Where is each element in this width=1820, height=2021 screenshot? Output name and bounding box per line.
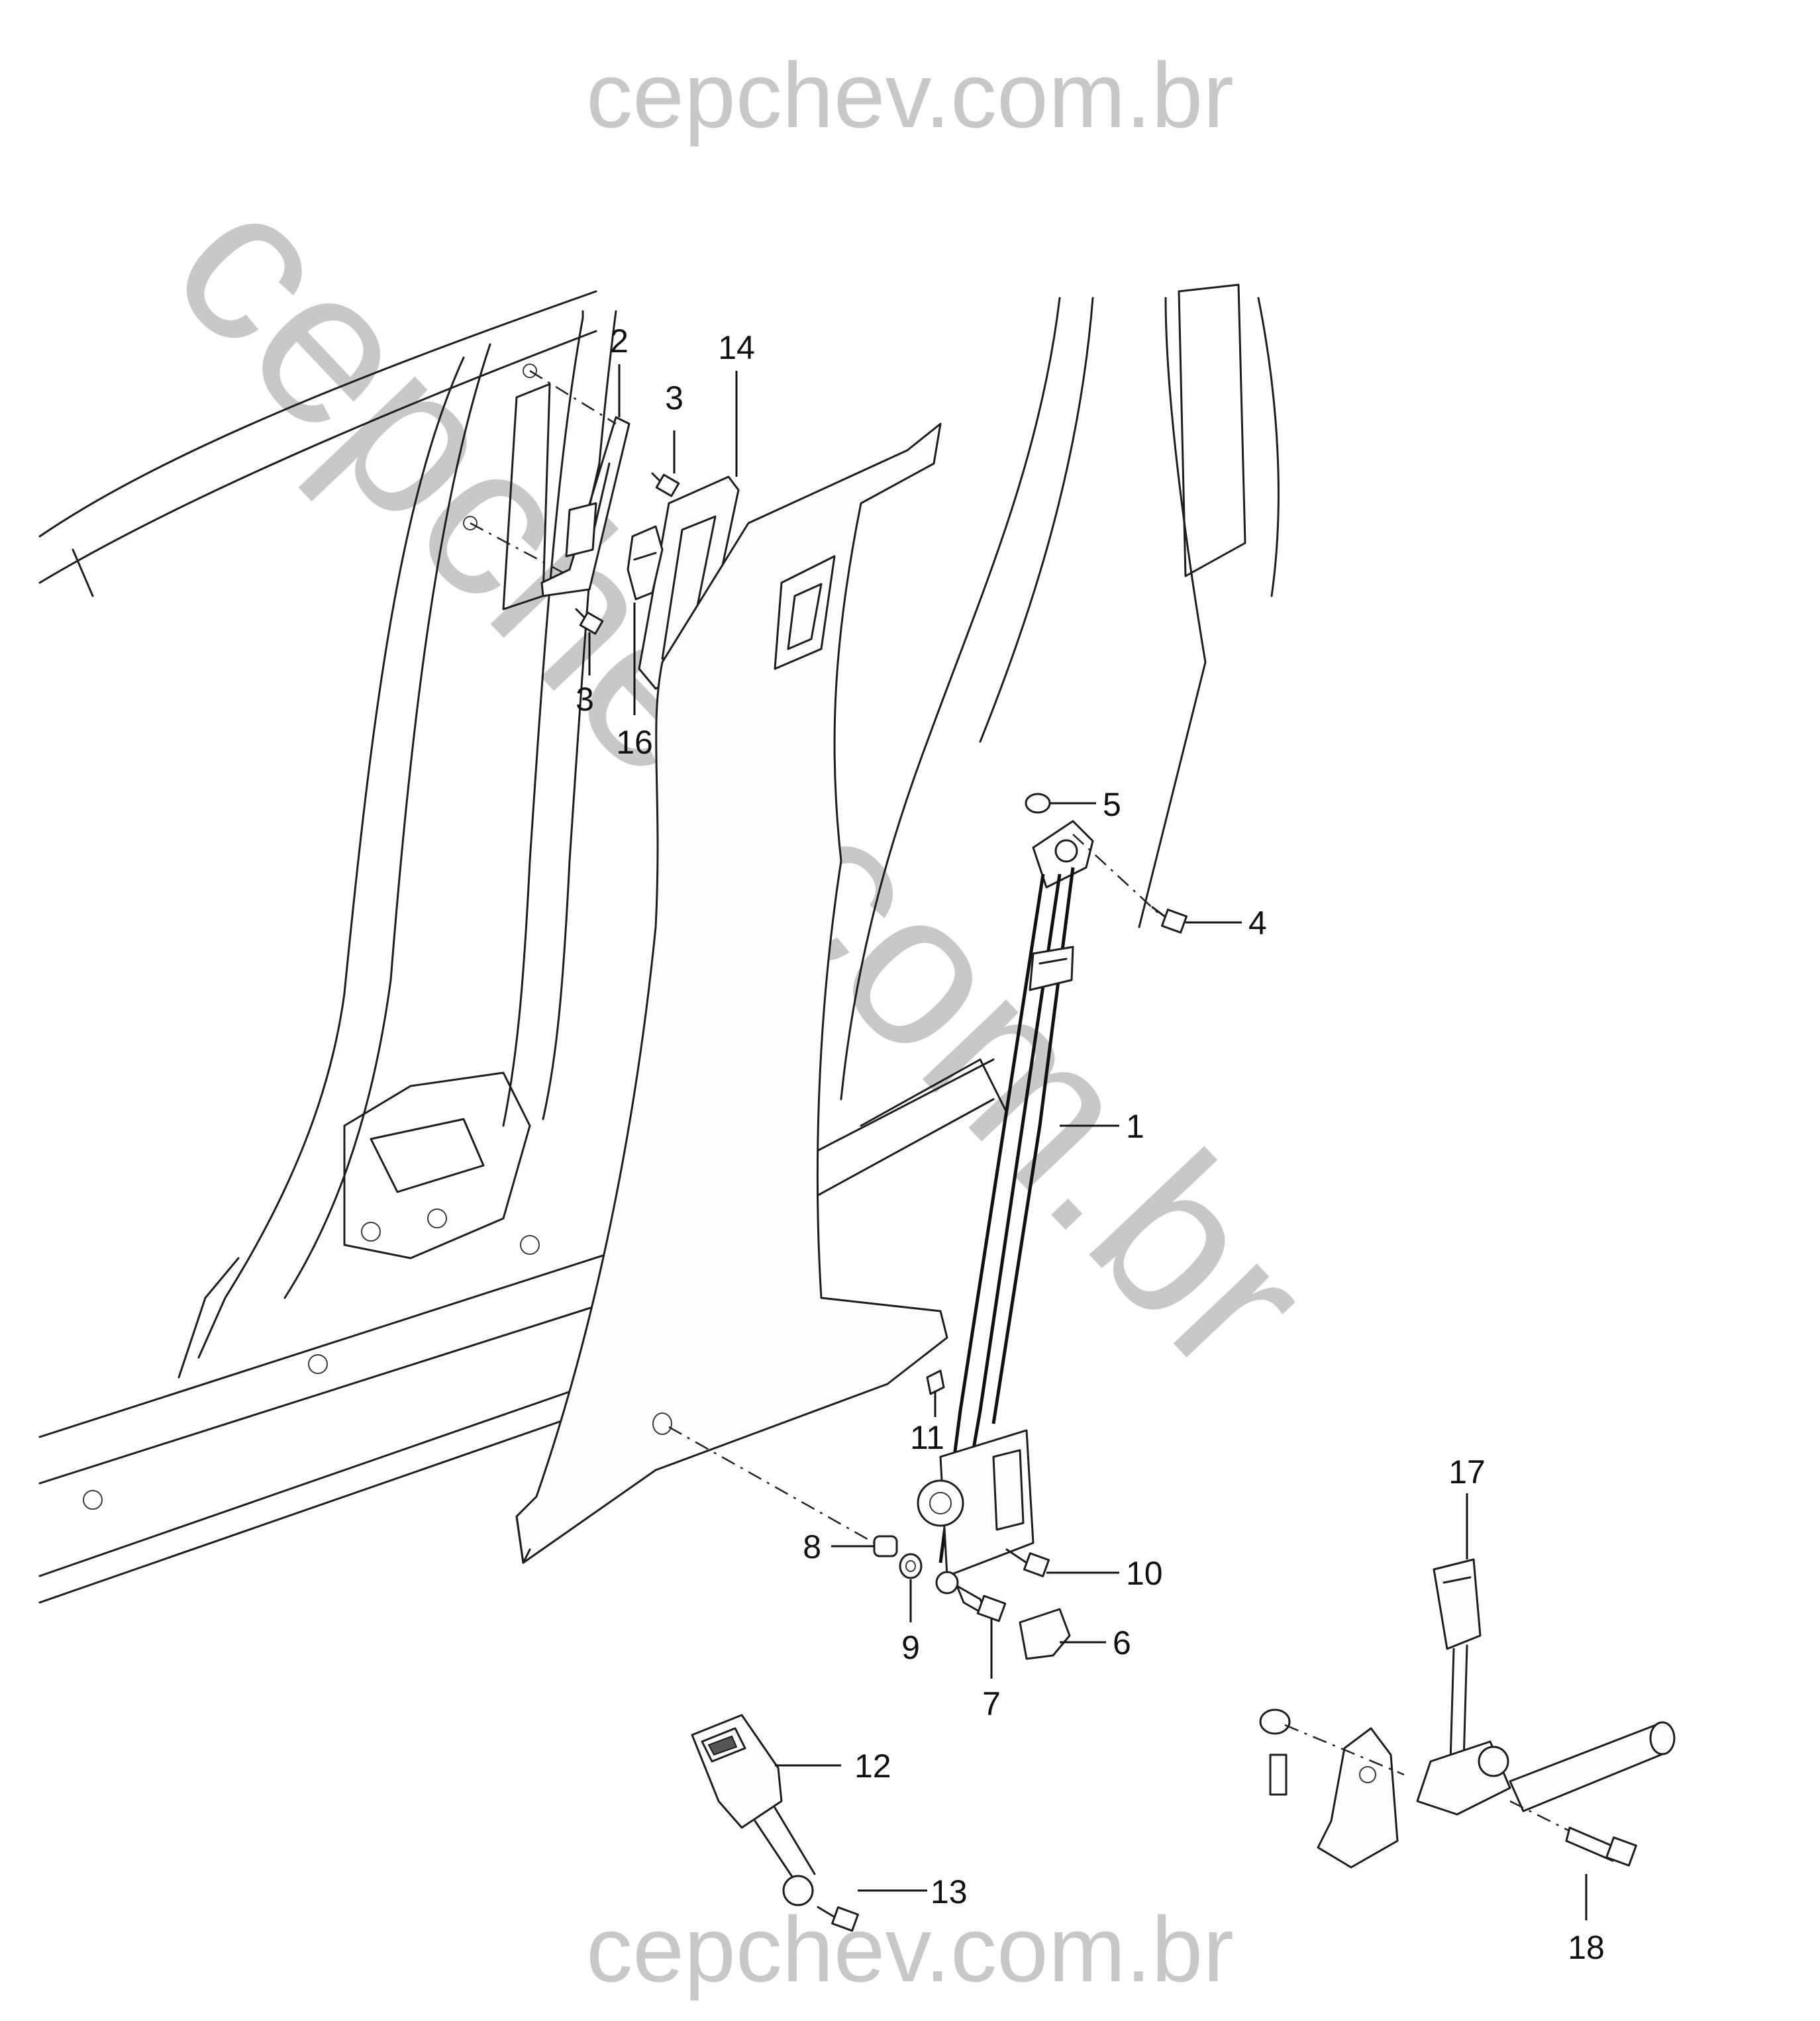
anchor-bolt-upper: [1151, 906, 1188, 934]
lower-anchor-bolt: [956, 1585, 1007, 1622]
trim-clip: [926, 1369, 945, 1395]
callout-12: 12: [854, 1748, 891, 1785]
callout-8: 8: [803, 1528, 821, 1565]
watermark-top: cepchev.com.br: [586, 43, 1234, 147]
buckle-pretensioner-assembly: [1259, 1558, 1676, 1869]
pretensioner-bolt: [1565, 1826, 1637, 1867]
buckle-bolt: [817, 1906, 859, 1932]
grommet: [873, 1535, 898, 1557]
callout-3b: 3: [576, 681, 594, 718]
callout-6: 6: [1113, 1624, 1131, 1661]
seat-belt-buckle: [691, 1714, 816, 1906]
anchor-cover: [1019, 1608, 1071, 1660]
callout-9: 9: [901, 1629, 920, 1666]
seat-belt-webbing-assembly: [917, 820, 1094, 1595]
callout-2: 2: [610, 322, 629, 360]
callout-11: 11: [910, 1419, 944, 1456]
callout-17: 17: [1448, 1454, 1486, 1491]
adjuster-bolt-lower: [575, 608, 604, 635]
callout-5: 5: [1103, 786, 1121, 823]
b-pillar-lower-trim-panel: [515, 422, 948, 1564]
callout-14: 14: [718, 329, 755, 366]
adjuster-cover: [627, 525, 664, 601]
leader-lines: [588, 364, 1588, 1920]
callout-18: 18: [1568, 1929, 1605, 1966]
callout-3a: 3: [665, 379, 683, 417]
callout-13: 13: [931, 1873, 968, 1910]
quarter-panel-frame: [840, 283, 1280, 1127]
callout-1: 1: [1126, 1108, 1144, 1145]
body-side-frame: [38, 290, 995, 1604]
callout-7: 7: [982, 1685, 1001, 1722]
callout-labels: 1 2 3 3 4 5 6 7 8 9 10 11 12 13 14 16 17…: [576, 322, 1605, 1966]
callout-16: 16: [616, 724, 653, 761]
belt-height-adjuster: [540, 416, 631, 597]
watermark-bottom: cepchev.com.br: [586, 1897, 1234, 2001]
washer: [899, 1553, 923, 1579]
adjuster-bolt-upper: [651, 472, 680, 497]
callout-4: 4: [1248, 905, 1267, 942]
retractor-bolt: [1005, 1548, 1050, 1577]
anchor-nut: [1025, 793, 1051, 814]
callout-10: 10: [1126, 1555, 1163, 1592]
